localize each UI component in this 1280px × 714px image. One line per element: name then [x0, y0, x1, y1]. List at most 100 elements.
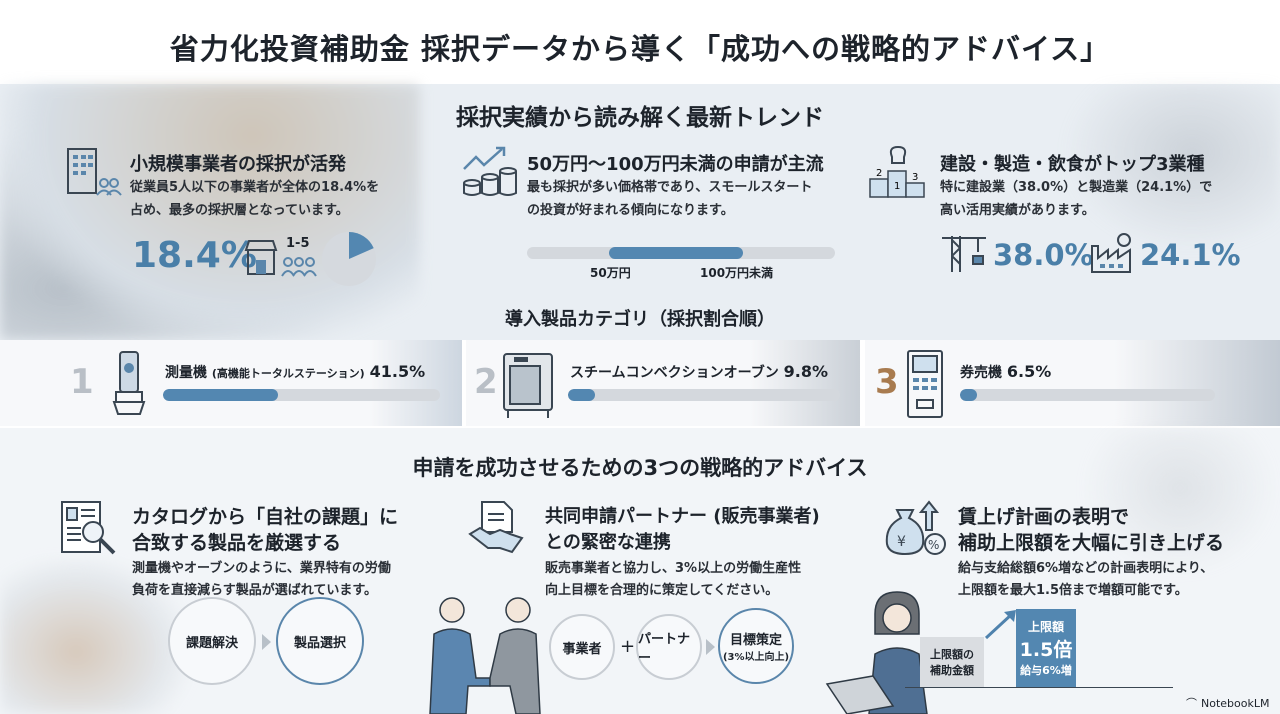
document-handshake-icon [468, 501, 524, 554]
svg-text:3: 3 [912, 172, 918, 183]
goal-sublabel: (3%以上向上) [722, 652, 790, 663]
product-pct: 41.5% [369, 362, 426, 381]
industry-title: 建設・製造・飲食がトップ3業種 [940, 154, 1205, 175]
page-title: 省力化投資補助金 採択データから導く「成功への戦略的アドバイス」 [169, 32, 1111, 66]
building-people-icon [67, 148, 122, 196]
podium-icon: 2 1 3 [869, 145, 925, 198]
advice2-title-1: 共同申請パートナー (販売事業者) [545, 506, 820, 527]
advice3-body-1: 給与支給総額6%増などの計画表明により、 [958, 561, 1214, 576]
brand-name: NotebookLM [1201, 696, 1270, 710]
role-partner: パートナー [636, 614, 702, 680]
svg-text:¥: ¥ [897, 534, 906, 550]
product-bar-fill [960, 389, 977, 401]
oven-icon [503, 353, 553, 418]
product-rank: 1 [70, 362, 94, 402]
people-icon [281, 257, 317, 277]
small-biz-stat: 18.4% [132, 235, 257, 276]
product-bar [568, 389, 840, 401]
advice-heading: 申請を成功させるための3つの戦略的アドバイス [412, 456, 868, 480]
businessmen-handshake-illustration [429, 597, 541, 714]
raised-label: 上限額 [1027, 620, 1064, 634]
svg-text:%: % [928, 538, 939, 552]
svg-text:2: 2 [876, 168, 882, 179]
price-body-1: 最も採択が多い価格帯であり、スモールスタート [527, 180, 813, 195]
catalog-search-icon [61, 501, 116, 555]
product-pct: 9.8% [783, 362, 828, 381]
plus-sign: + [620, 636, 636, 657]
construction-photo [0, 84, 420, 340]
raised-multiplier: 1.5倍 [1019, 639, 1073, 661]
advice1-body-1: 測量機やオーブンのように、業界特有の労働 [132, 561, 391, 576]
step-label: 製品選択 [293, 635, 346, 651]
arrow-right-icon [706, 639, 715, 655]
money-bag-percent-icon: ¥% [885, 500, 946, 556]
price-title: 50万円〜100万円未満の申請が主流 [527, 154, 824, 175]
advice3-title-2: 補助上限額を大幅に引き上げる [958, 532, 1225, 554]
industry-body-1: 特に建設業（38.0%）と製造業（24.1%）で [940, 180, 1213, 195]
base-label-1: 上限額の [930, 648, 974, 661]
trends-section [0, 84, 1280, 340]
base-limit-bar: 上限額の補助金額 [920, 637, 984, 687]
industry-body-2: 高い活用実績があります。 [940, 203, 1095, 218]
range-label: 1-5 [286, 236, 310, 251]
products-heading: 導入製品カテゴリ（採択割合順） [505, 309, 775, 330]
role-label: 事業者 [562, 641, 602, 657]
product-rank: 3 [875, 362, 899, 402]
product-name: 券売機 [960, 365, 1002, 381]
advice1-title-1: カタログから「自社の課題」に [132, 506, 399, 528]
store-icon [244, 240, 278, 275]
ticket-machine-icon [907, 350, 943, 418]
advice1-title-2: 合致する製品を厳選する [132, 532, 342, 554]
chart-baseline [905, 687, 1173, 688]
construction-stat: 38.0% [993, 238, 1094, 272]
step-product-selection: 製品選択 [276, 597, 364, 685]
product-rank: 2 [474, 362, 498, 402]
trends-heading: 採択実績から読み解く最新トレンド [456, 105, 824, 131]
product-bar-fill [568, 389, 595, 401]
step-label: 課題解決 [185, 635, 238, 651]
advice2-title-2: との緊密な連携 [545, 532, 671, 553]
price-body-2: の投資が好まれる傾向になります。 [527, 203, 734, 218]
pie-slice-small-biz [349, 232, 374, 259]
raised-limit-bar: 上限額 1.5倍給与6%増 [1016, 609, 1076, 687]
svg-text:1: 1 [894, 181, 900, 192]
total-station-icon [112, 351, 146, 415]
base-label-2: 補助金額 [930, 664, 974, 677]
kitchen-photo [0, 558, 190, 714]
arrow-right-icon [262, 634, 271, 650]
role-business: 事業者 [549, 614, 615, 680]
raised-condition: 給与6%増 [1020, 664, 1072, 677]
step-problem-solving: 課題解決 [168, 597, 256, 685]
product-name: スチームコンベクションオーブン [570, 365, 779, 381]
product-bar [960, 389, 1215, 401]
factory-photo [1060, 84, 1280, 254]
small-biz-body-2: 占め、最多の採択層となっています。 [130, 203, 349, 218]
product-bar [163, 389, 440, 401]
price-label-low: 50万円 [590, 266, 631, 280]
product-card-1: 1 測量機 (高機能トータルステーション) 41.5% [0, 340, 462, 426]
increase-arrow-icon [984, 610, 1016, 640]
woman-laptop-illustration [825, 591, 928, 714]
advice2-body-1: 販売事業者と協力し、3%以上の労働生産性 [545, 561, 802, 576]
goal-label: 目標策定 [729, 633, 782, 648]
chart-coins-icon [463, 146, 517, 196]
price-label-high: 100万円未満 [700, 266, 774, 280]
advice3-body-2: 上限額を最大1.5倍まで増額可能です。 [958, 583, 1188, 598]
role-label: パートナー [638, 632, 691, 666]
goal-setting: 目標策定 (3%以上向上) [718, 608, 794, 684]
advice1-body-2: 負荷を直接減らす製品が選ばれています。 [132, 583, 378, 598]
advice3-title-1: 賃上げ計画の表明で [958, 506, 1130, 528]
notebooklm-icon: ⌒ [1186, 697, 1197, 710]
small-biz-body-1: 従業員5人以下の事業者が全体の18.4%を [130, 180, 380, 195]
product-pct: 6.5% [1006, 362, 1052, 381]
product-card-2: 2 スチームコンベクションオーブン 9.8% [466, 340, 860, 426]
factory-gear-icon [1091, 233, 1131, 273]
share-pie-chart [322, 232, 376, 286]
manufacturing-stat: 24.1% [1140, 238, 1241, 272]
crane-icon [942, 236, 986, 272]
advice2-body-2: 向上目標を合理的に策定してください。 [545, 583, 779, 598]
price-range-fill [609, 247, 743, 259]
product-sub: (高機能トータルステーション) [211, 367, 365, 380]
product-card-3: 3 券売機 6.5% [865, 340, 1280, 426]
brand-logo: ⌒ NotebookLM [1186, 695, 1269, 711]
